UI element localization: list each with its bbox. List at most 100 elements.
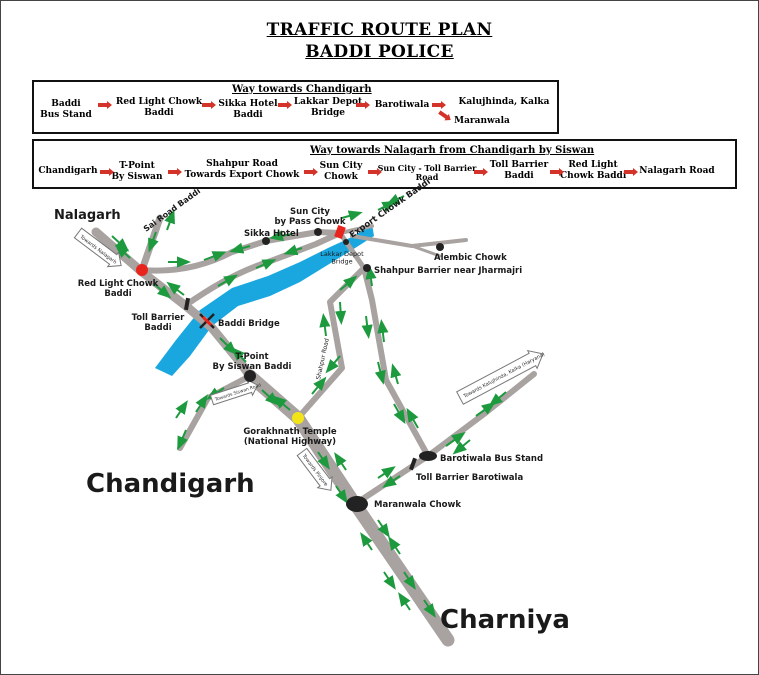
direction-arrow xyxy=(383,571,396,590)
direction-arrow xyxy=(377,319,389,343)
road-shahpur-barotiwala xyxy=(361,265,431,459)
flow-arrow xyxy=(356,101,370,109)
direction-arrow xyxy=(390,363,402,385)
direction-arrow xyxy=(475,401,496,417)
direction-arrow xyxy=(488,391,507,407)
sikka-hotel-marker xyxy=(262,237,270,245)
river xyxy=(155,224,374,376)
route-step: Chandigarh xyxy=(38,166,98,176)
shahpur-barrier-marker xyxy=(363,264,371,272)
direction-arrow xyxy=(319,313,331,337)
route-step: Nalagarh Road xyxy=(639,166,715,176)
flow-arrow xyxy=(550,168,564,176)
barotiwala-bus-stand-marker xyxy=(419,451,437,461)
flow-arrow xyxy=(98,101,112,109)
direction-arrow xyxy=(283,244,303,256)
road-nalagarh-gorakhnath xyxy=(91,227,255,381)
direction-arrow xyxy=(166,281,185,296)
direction-arrow xyxy=(261,389,280,406)
direction-arrow xyxy=(269,230,293,242)
direction-arrow xyxy=(382,475,401,488)
direction-arrow xyxy=(452,439,471,455)
direction-arrow xyxy=(272,395,291,411)
label-shahpur-road: Shahpur Road xyxy=(315,338,331,381)
direction-arrow xyxy=(393,403,406,425)
direction-arrow xyxy=(153,283,172,299)
direction-arrow xyxy=(231,347,247,363)
direction-arrow xyxy=(325,355,341,374)
direction-arrow xyxy=(339,275,358,291)
label-shahpur-barrier: Shahpur Barrier near Jharmajri xyxy=(374,266,522,276)
label-sikka-hotel: Sikka Hotel xyxy=(244,229,299,239)
t-point-marker xyxy=(244,370,256,382)
direction-arrow xyxy=(335,485,348,504)
direction-arrow xyxy=(377,519,390,538)
label-nalagarh: Nalagarh xyxy=(54,208,121,223)
route-step: Maranwala xyxy=(454,116,510,126)
alembic-marker xyxy=(436,243,444,251)
lakkar-depot-marker xyxy=(343,239,349,245)
page-title: TRAFFIC ROUTE PLAN xyxy=(266,20,493,40)
label-gorakhnath: Gorakhnath Temple(National Highway) xyxy=(243,427,337,447)
direction-arrow xyxy=(164,209,175,231)
direction-arrow xyxy=(423,599,436,618)
gorakhnath-marker xyxy=(292,412,304,424)
direction-arrow xyxy=(361,315,373,339)
direction-arrow xyxy=(377,466,396,479)
direction-arrow xyxy=(398,592,411,611)
direction-arrow xyxy=(219,337,237,355)
shahpur-road xyxy=(295,265,367,421)
label-maranwala: Maranwala Chowk xyxy=(374,500,461,510)
flow-arrow xyxy=(202,101,216,109)
flow-arrow xyxy=(168,168,182,176)
direction-arrow xyxy=(406,407,419,429)
flow-arrow xyxy=(278,101,292,109)
flow-arrow xyxy=(624,168,638,176)
label-sai-road: Sai Road Baddi xyxy=(142,186,202,233)
road-export-shahpur xyxy=(337,230,367,271)
direction-arrow xyxy=(365,265,377,287)
label-chandigarh: Chandigarh xyxy=(86,469,255,499)
direction-arrow xyxy=(195,394,208,413)
label-toll-barotiwala: Toll Barrier Barotiwala xyxy=(416,473,523,483)
page-subtitle: BADDI POLICE xyxy=(305,42,454,62)
direction-arrow xyxy=(175,400,188,419)
sun-city-marker xyxy=(314,228,322,236)
route-step: Barotiwala xyxy=(374,100,430,110)
maranwala-marker xyxy=(346,496,368,512)
direction-arrow xyxy=(203,251,227,262)
direction-arrow xyxy=(177,429,188,451)
export-chowk-marker xyxy=(334,224,346,240)
flow-arrow xyxy=(304,168,318,176)
flow-arrow xyxy=(474,168,488,176)
label-export-chowk: Export Chowk Baddi xyxy=(348,177,433,240)
route-box-heading: Way towards Nalagarh from Chandigarh by … xyxy=(310,145,595,156)
direction-arrow xyxy=(341,210,363,222)
label-barotiwala-bus: Barotiwala Bus Stand xyxy=(440,454,543,464)
route-step: Kalujhinda, Kalka xyxy=(458,97,550,107)
route-box-heading: Way towards Chandigarh xyxy=(232,84,372,95)
direction-arrow xyxy=(311,376,327,395)
baddi-bridge-red xyxy=(201,315,213,327)
red-light-chowk-marker xyxy=(136,264,148,276)
direction-arrow xyxy=(334,301,347,325)
direction-arrow xyxy=(385,193,405,206)
toll-barrier-baddi-marker xyxy=(183,297,191,311)
direction-arrow xyxy=(255,259,277,270)
direction-arrow xyxy=(114,244,131,259)
direction-arrow xyxy=(217,274,239,287)
